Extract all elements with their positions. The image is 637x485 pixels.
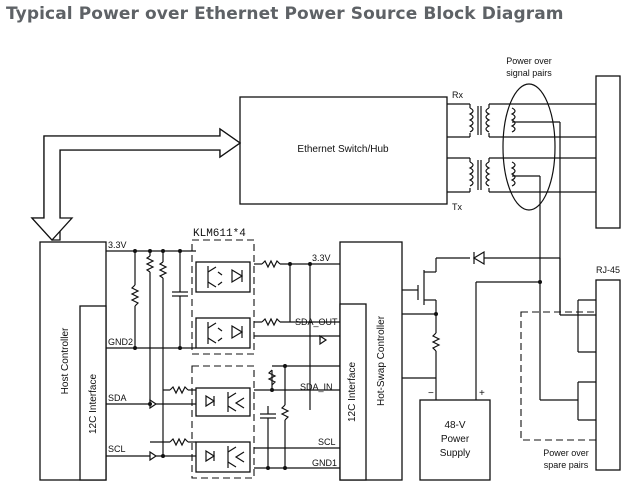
tx-transformer	[447, 157, 516, 193]
data-path-arrow-outline	[30, 127, 242, 241]
spare-pair-wires	[540, 258, 596, 421]
supply-plus-label: +	[479, 388, 485, 399]
supply-label-3: Supply	[440, 448, 471, 459]
network-connector	[595, 75, 621, 229]
scl-label: SCL	[108, 444, 126, 454]
signal-pairs-highlight	[502, 83, 556, 211]
hotswap-side-wiring	[254, 259, 340, 470]
gnd2-label: GND2	[108, 337, 133, 347]
v33-right-label: 3.3V	[312, 253, 331, 263]
power-switch-circuit	[402, 250, 560, 400]
ethernet-switch-block	[239, 96, 448, 205]
scl-right-label: SCL	[318, 437, 336, 447]
signal-pairs-label-1: Power over	[506, 56, 552, 66]
page-title: Typical Power over Ethernet Power Source…	[6, 4, 564, 24]
supply-minus-label: −	[428, 388, 434, 399]
power-supply-block	[419, 399, 491, 481]
gnd1-label: GND1	[312, 458, 337, 468]
signal-pair-wires	[489, 103, 596, 400]
optocoupler-lower	[191, 365, 255, 479]
hotswap-i2c-block	[339, 303, 367, 481]
rj45-label: RJ-45	[596, 265, 620, 275]
supply-label-2: Power	[441, 434, 470, 445]
signal-pairs-label-2: signal pairs	[506, 68, 552, 78]
host-side-wiring	[106, 249, 196, 462]
sda-label: SDA	[108, 393, 127, 403]
optocoupler-upper	[191, 239, 255, 355]
spare-pairs-label-1: Power over	[543, 448, 589, 458]
host-i2c-block	[79, 305, 107, 481]
optocoupler-label: KLM611*4	[193, 228, 246, 240]
ethernet-switch-label: Ethernet Switch/Hub	[297, 144, 389, 155]
hotswap-i2c-label: 12C Interface	[347, 362, 358, 422]
rx-label: Rx	[452, 90, 463, 100]
host-controller-label: Host Controller	[60, 327, 71, 394]
sda-out-label: SDA_OUT	[295, 317, 338, 327]
hotswap-controller-label: Hot-Swap Controller	[376, 315, 387, 406]
spare-pairs-region	[520, 311, 611, 441]
spare-pairs-label-2: spare pairs	[544, 460, 589, 470]
sda-in-label: SDA_IN	[300, 382, 333, 392]
rx-transformer	[447, 103, 516, 138]
v33-left-label: 3.3V	[108, 240, 127, 250]
host-i2c-label: 12C Interface	[88, 374, 99, 434]
supply-label-1: 48-V	[444, 420, 465, 431]
rj45-connector	[595, 279, 621, 471]
tx-label: Tx	[452, 202, 462, 212]
